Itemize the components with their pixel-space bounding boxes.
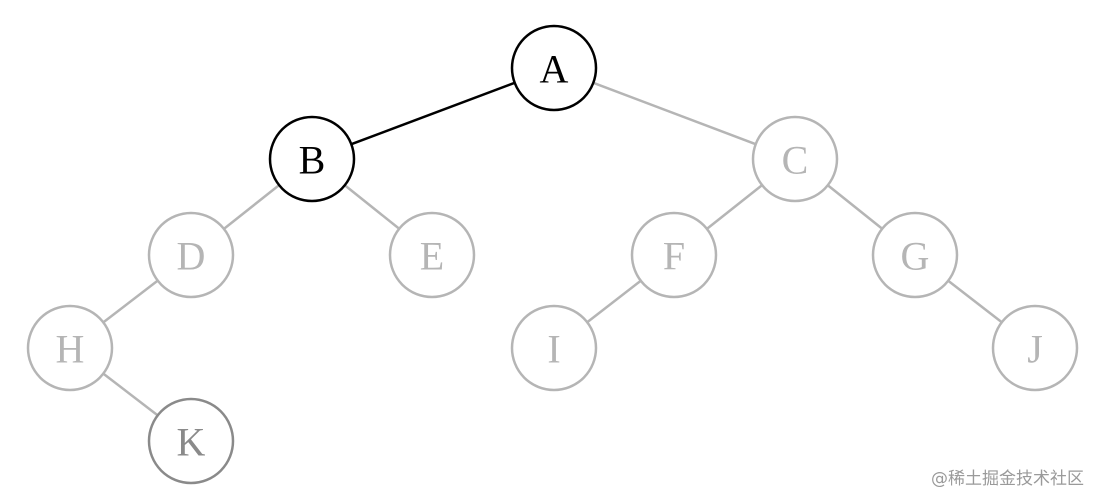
node-label-f: F [663,234,685,279]
tree-nodes: A B C D E F G H I J K [26,24,1079,485]
tree-node-d: D [147,211,235,299]
tree-node-b: B [268,115,356,203]
edge-c-f [706,184,763,230]
edge-a-c [592,81,757,146]
edge-h-k [102,372,159,417]
tree-node-g: G [871,211,959,299]
edge-b-e [344,184,400,230]
node-circle-h [26,304,114,392]
tree-node-c: C [751,115,839,203]
node-circle-f [630,211,718,299]
watermark-text: @稀土掘金技术社区 [931,469,1084,489]
node-circle-j [991,304,1079,392]
node-label-h: H [56,327,85,372]
tree-node-a: A [510,24,598,112]
edge-d-h [102,279,159,324]
node-circle-b [268,115,356,203]
node-label-j: J [1027,327,1043,372]
tree-node-e: E [388,211,476,299]
node-circle-c [751,115,839,203]
node-circle-d [147,211,235,299]
tree-node-j: J [991,304,1079,392]
node-label-d: D [177,234,206,279]
node-circle-e [388,211,476,299]
node-label-k: K [177,420,206,465]
edge-b-d [223,184,280,230]
tree-node-h: H [26,304,114,392]
tree-node-k: K [147,397,235,485]
tree-node-i: I [510,304,598,392]
node-label-i: I [547,327,560,372]
edge-c-g [827,184,883,230]
tree-edges [102,81,1003,417]
node-label-b: B [299,138,326,183]
edge-g-j [947,279,1003,324]
node-circle-k [147,397,235,485]
node-circle-a [510,24,598,112]
node-label-g: G [901,234,930,279]
node-label-c: C [782,138,809,183]
tree-node-f: F [630,211,718,299]
node-circle-i [510,304,598,392]
node-label-a: A [540,47,569,92]
edge-a-b [350,81,516,146]
node-circle-g [871,211,959,299]
edge-f-i [586,279,642,324]
node-label-e: E [420,234,444,279]
